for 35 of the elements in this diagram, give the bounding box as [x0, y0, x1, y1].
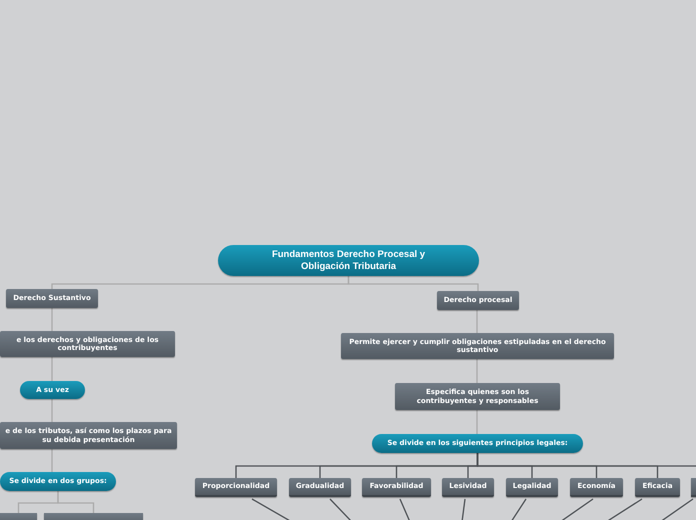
tree-connector: [476, 310, 478, 333]
topic-box: [0, 331, 175, 357]
topic-box: [6, 289, 98, 308]
connector-line: [510, 498, 527, 520]
topic-box: [506, 478, 558, 497]
topic-box: [635, 478, 680, 497]
topic-pill: [20, 381, 85, 399]
tree-connector: [51, 449, 53, 472]
tree-connector: [51, 308, 53, 331]
topic-pill: [0, 472, 116, 491]
topic-pill: [372, 434, 583, 453]
topic-box: [437, 291, 519, 310]
tree-connector: [51, 399, 53, 422]
topic-box: [570, 478, 623, 497]
connector-line: [399, 498, 411, 520]
tree-connector: [57, 491, 94, 513]
connector-line: [252, 498, 292, 520]
topic-box: [442, 478, 494, 497]
connector-line: [606, 498, 642, 520]
topic-box: [195, 478, 277, 497]
connector-line: [461, 498, 466, 520]
tree-connector: [476, 359, 478, 383]
topic-pill: [218, 245, 479, 276]
topic-text: Fundamentos Derecho Procesal y Obligación Tributaria: [270, 249, 426, 272]
topic-box: [341, 333, 614, 359]
topic-box: [395, 383, 560, 410]
tree-connector: [476, 410, 478, 434]
connector-line: [330, 498, 352, 520]
connector-line: [660, 498, 694, 520]
topic-box: [362, 478, 431, 497]
connector-line: [560, 498, 594, 520]
tree-connector: [51, 357, 53, 381]
tree-connector: [348, 276, 479, 291]
topic-box: [289, 478, 351, 497]
topic-box: [0, 422, 177, 449]
